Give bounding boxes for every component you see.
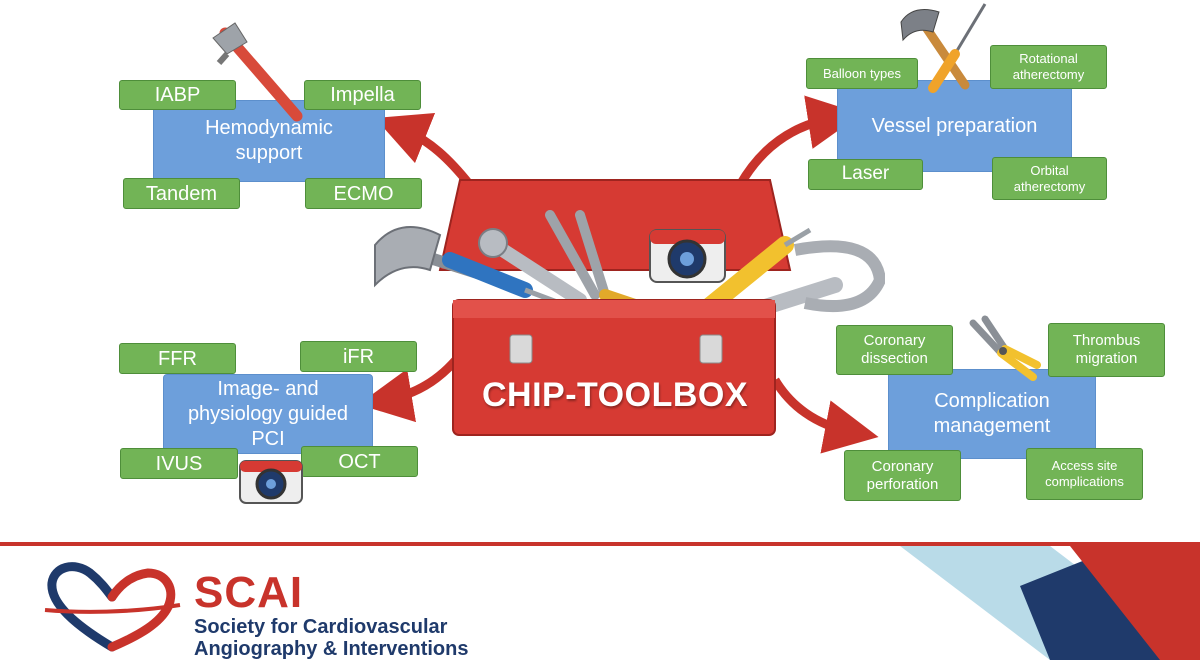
oct-chip: OCT xyxy=(301,446,418,477)
imaging-physiology-box: Image- and physiology guided PCI xyxy=(163,374,373,454)
coronary-perforation-chip: Coronary perforation xyxy=(844,450,961,501)
ifr-chip: iFR xyxy=(300,341,417,372)
scai-name-line-1: Society for Cardiovascular xyxy=(194,616,448,638)
toolbox-label: CHIP-TOOLBOX xyxy=(481,375,749,414)
scai-heart-logo xyxy=(44,562,181,652)
corner-decoration xyxy=(900,546,1200,660)
orbital-atherectomy-chip: Orbital atherectomy xyxy=(992,157,1107,200)
hemodynamic-support-box: Hemodynamic support xyxy=(153,100,385,182)
ffr-chip: FFR xyxy=(119,343,236,374)
complication-management-box: Complication management xyxy=(888,369,1096,459)
arrow-to-hemodynamic xyxy=(374,112,474,188)
hammer-screwdriver-icon xyxy=(900,3,987,93)
scai-full-name: Society for Cardiovascular Angiography &… xyxy=(194,616,468,660)
iabp-chip: IABP xyxy=(119,80,236,110)
diagram-canvas: CHIP-TOOLBOX Hemodynamic support IABP Im… xyxy=(119,3,1165,504)
access-site-complications-chip: Access site complications xyxy=(1026,448,1143,500)
thrombus-migration-chip: Thrombus migration xyxy=(1048,323,1165,377)
tandem-chip: Tandem xyxy=(123,178,240,209)
balloon-types-chip: Balloon types xyxy=(806,58,918,89)
pipe-wrench-icon xyxy=(212,22,303,122)
impella-chip: Impella xyxy=(304,80,421,110)
vessel-preparation-box: Vessel preparation xyxy=(837,80,1072,172)
laser-chip: Laser xyxy=(808,159,923,190)
pliers-icon xyxy=(969,315,1041,381)
ecmo-chip: ECMO xyxy=(305,178,422,209)
scai-name-line-2: Angiography & Interventions xyxy=(194,638,469,660)
camera-icon xyxy=(239,460,303,504)
footer xyxy=(0,546,1200,660)
rotational-atherectomy-chip: Rotational atherectomy xyxy=(990,45,1107,89)
scai-wordmark: SCAI xyxy=(194,568,304,617)
arrow-to-complication xyxy=(771,377,879,454)
toolbox-illustration xyxy=(374,179,885,436)
arrow-to-vessel xyxy=(736,95,862,188)
coronary-dissection-chip: Coronary dissection xyxy=(836,325,953,375)
footer-divider xyxy=(0,542,1200,546)
ivus-chip: IVUS xyxy=(120,448,238,479)
